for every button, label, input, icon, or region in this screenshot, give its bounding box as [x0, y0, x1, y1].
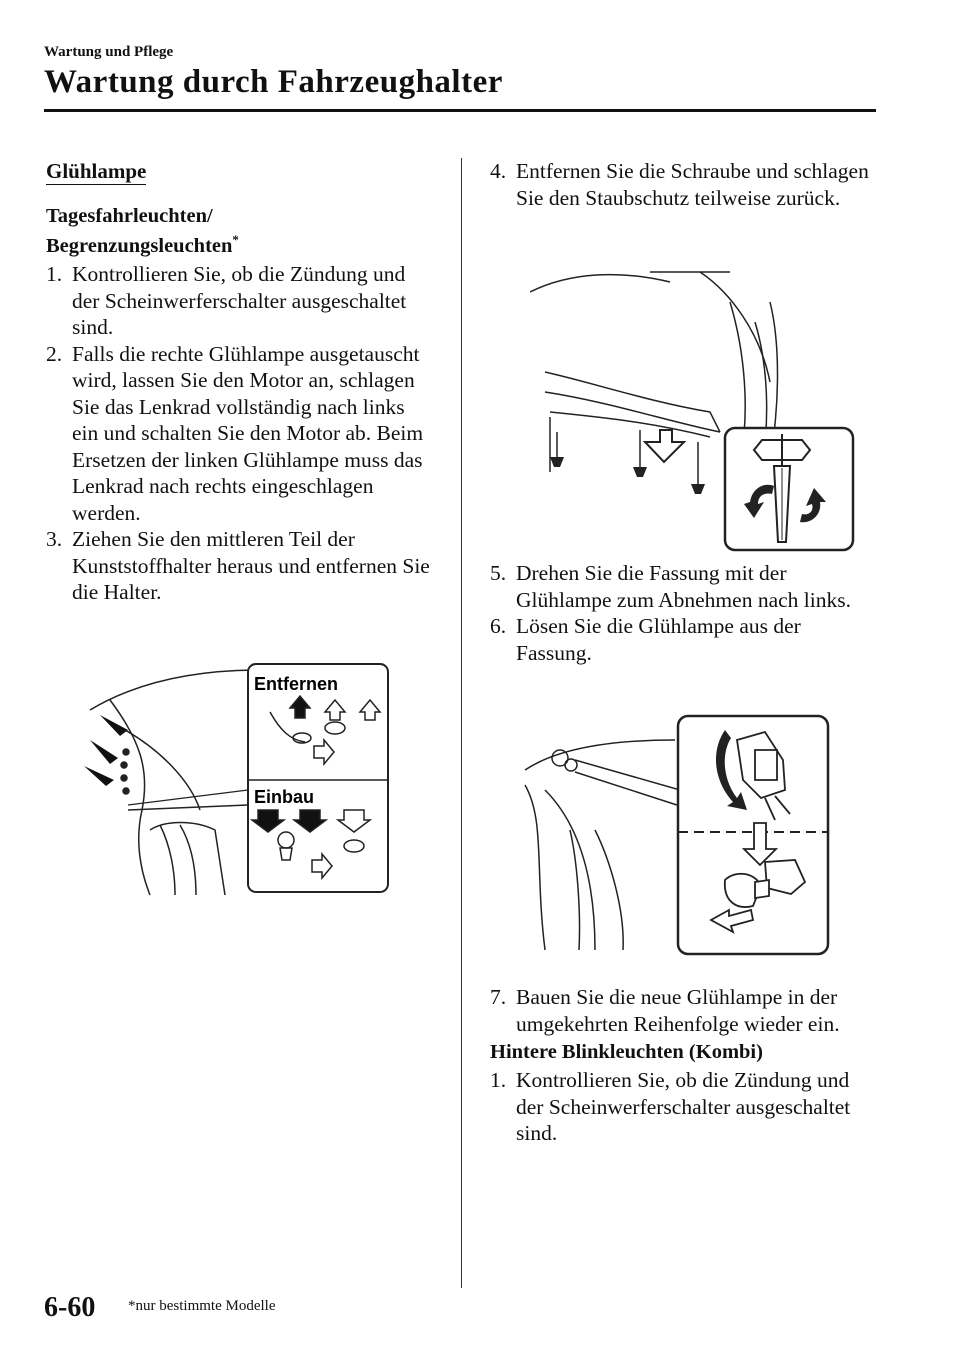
install-label: Einbau [254, 787, 314, 807]
subheading-line-2-text: Begrenzungsleuchten [46, 235, 233, 257]
step-text: Lösen Sie die Glühlampe aus der Fassung. [516, 614, 801, 665]
step-item: 7. Bauen Sie die neue Glühlampe in der u… [490, 984, 882, 1037]
step-number: 2. [46, 341, 63, 366]
step-item: 1. Kontrollieren Sie, ob die Zündung und… [490, 1067, 882, 1147]
left-column: Glühlampe Tagesfahrleuchten/ Begrenzungs… [46, 158, 436, 606]
step-item: 2. Falls die rechte Glühlampe ausgetausc… [46, 341, 436, 527]
footnote: *nur bestimmte Modelle [128, 1298, 276, 1314]
footnote-mark: * [232, 232, 239, 247]
step-number: 1. [46, 262, 63, 286]
step-item: 4. Entfernen Sie die Schraube und schlag… [490, 158, 882, 211]
step-item: 3. Ziehen Sie den mittleren Teil der Kun… [46, 526, 436, 606]
section-label: Wartung und Pflege [44, 44, 174, 60]
right-column-bottom: 7. Bauen Sie die neue Glühlampe in der u… [490, 984, 882, 1147]
step-number: 6. [490, 614, 507, 638]
step-text: Drehen Sie die Fassung mit der Glühlampe… [516, 561, 851, 612]
subheading-rear-turn-signals: Hintere Blinkleuchten (Kombi) [490, 1041, 763, 1063]
subheading: Tagesfahrleuchten/ Begrenzungsleuchten* [46, 201, 436, 261]
step-number: 4. [490, 159, 507, 183]
step-number: 1. [490, 1068, 507, 1092]
step-text: Falls die rechte Glühlampe ausgetauscht … [72, 341, 424, 525]
right-column-middle: 5. Drehen Sie die Fassung mit der Glühla… [490, 560, 882, 666]
step-text: Entfernen Sie die Schraube und schlagen … [516, 159, 869, 210]
right-column-top: 4. Entfernen Sie die Schraube und schlag… [490, 158, 882, 211]
section-heading: Glühlampe [46, 159, 147, 185]
bulb-socket-illustration [524, 714, 830, 956]
clip-removal-illustration: Entfernen Einbau [84, 663, 389, 896]
remove-label: Entfernen [254, 674, 338, 694]
page-title: Wartung durch Fahrzeughalter [44, 64, 503, 100]
step-number: 5. [490, 561, 507, 585]
subheading-line-2: Begrenzungsleuchten* [46, 231, 436, 261]
step-item: 1. Kontrollieren Sie, ob die Zündung und… [46, 261, 436, 341]
step-text: Kontrollieren Sie, ob die Zündung und de… [516, 1068, 851, 1145]
subheading-line-1: Tagesfahrleuchten/ [46, 205, 213, 227]
step-text: Bauen Sie die neue Glühlampe in der umge… [516, 985, 840, 1036]
screw-removal-illustration [530, 271, 855, 552]
title-rule [44, 109, 876, 112]
step-text: Kontrollieren Sie, ob die Zündung und de… [72, 262, 407, 339]
step-item: 5. Drehen Sie die Fassung mit der Glühla… [490, 560, 882, 613]
step-number: 3. [46, 527, 63, 551]
step-item: 6. Lösen Sie die Glühlampe aus der Fassu… [490, 613, 882, 666]
page-number: 6-60 [44, 1292, 96, 1323]
step-text: Ziehen Sie den mittleren Teil der Kunsts… [72, 527, 430, 604]
column-divider [461, 158, 462, 1288]
step-number: 7. [490, 985, 507, 1009]
